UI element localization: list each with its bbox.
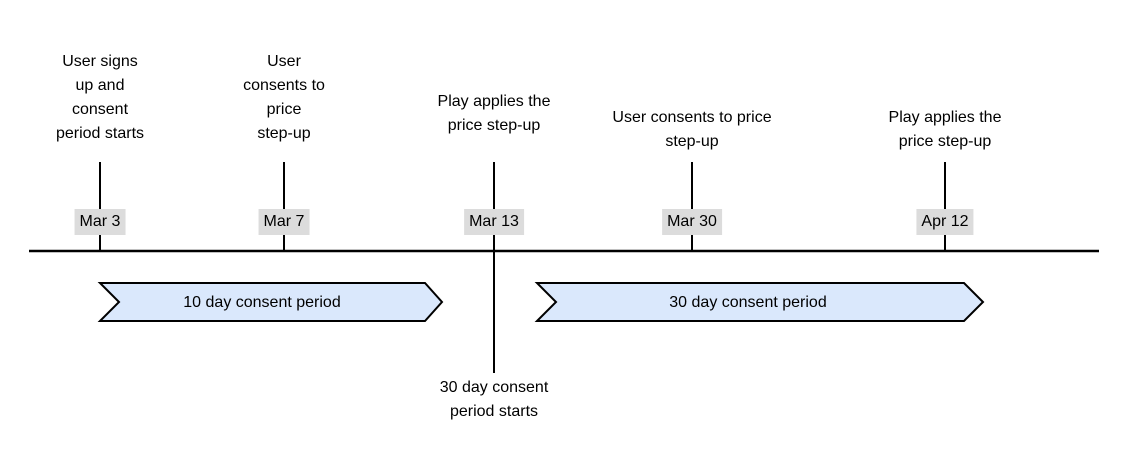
callout-30day-consent-starts: 30 day consent period starts (439, 379, 549, 420)
date-label-mar3: Mar 3 (74, 209, 126, 235)
date-label-apr12: Apr 12 (916, 209, 974, 235)
event-label-mar13: Play applies the price step-up (437, 93, 551, 134)
event-label-apr12: Play applies the price step-up (888, 109, 1002, 150)
event-label-mar7: User consents to price step-up (243, 53, 325, 142)
period-label-10day: 10 day consent period (183, 294, 341, 311)
date-label-mar30: Mar 30 (662, 209, 722, 235)
consent-period-arrow-10day (97, 282, 444, 322)
period-label-30day: 30 day consent period (669, 294, 827, 311)
event-label-mar3: User signs up and consent period starts (55, 53, 145, 142)
consent-period-arrow-30day (534, 282, 985, 322)
date-label-mar13: Mar 13 (464, 209, 524, 235)
date-label-mar7: Mar 7 (258, 209, 310, 235)
event-label-mar30: User consents to price step-up (612, 109, 772, 150)
